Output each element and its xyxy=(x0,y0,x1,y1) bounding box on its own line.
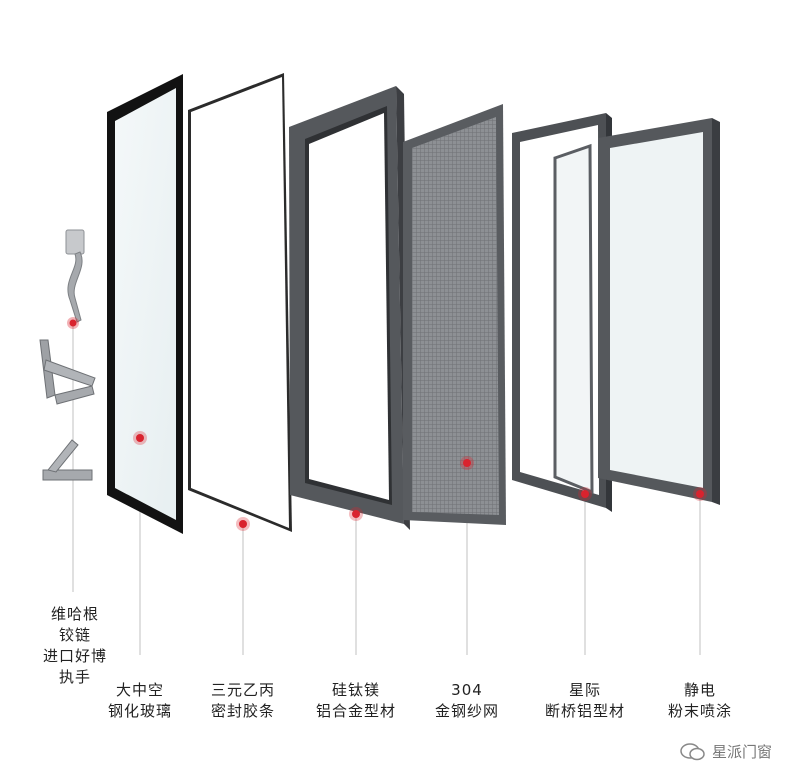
wechat-icon xyxy=(680,742,705,760)
hardware-icon xyxy=(39,229,96,481)
label-glass: 大中空 钢化玻璃 xyxy=(107,681,172,720)
label-hardware: 维哈根 铰链 进口好博 执手 xyxy=(42,605,107,686)
marker-icons xyxy=(67,317,707,531)
label-coating: 静电 粉末喷涂 xyxy=(667,681,732,720)
label-profile: 星际 断桥铝型材 xyxy=(544,681,625,720)
screen-panel xyxy=(403,104,506,525)
label-screen: 304 金钢纱网 xyxy=(434,681,499,720)
label-seal: 三元乙丙 密封胶条 xyxy=(210,681,275,720)
watermark: 星派门窗 xyxy=(680,741,772,762)
glass-panel xyxy=(107,74,183,534)
watermark-text: 星派门窗 xyxy=(711,743,772,761)
outer-frame-panel xyxy=(598,118,720,505)
frame-panel xyxy=(289,86,410,530)
seal-panel xyxy=(188,73,292,532)
label-frame: 硅钛镁 铝合金型材 xyxy=(315,681,396,720)
profile-panel xyxy=(512,113,612,512)
